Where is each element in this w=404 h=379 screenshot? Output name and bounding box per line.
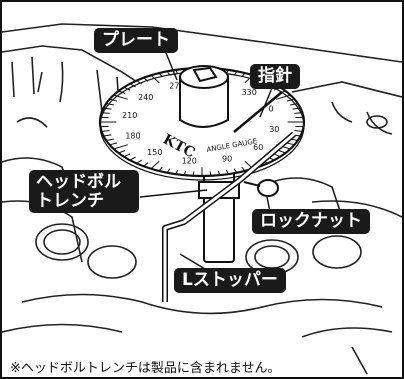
dial-tick bbox=[143, 162, 149, 167]
dial-scale-number: 0 bbox=[268, 105, 273, 114]
dial-tick bbox=[183, 170, 187, 176]
dial-scale-number: 180 bbox=[125, 131, 140, 140]
dial-tick bbox=[113, 144, 128, 150]
dial-tick bbox=[294, 130, 303, 132]
dial-tick bbox=[109, 142, 118, 146]
dial-tick bbox=[123, 86, 131, 91]
leader-lines bbox=[139, 47, 273, 270]
head-bolt-wrench-label-line1: ヘッドボル bbox=[36, 172, 121, 192]
dial-tick bbox=[294, 112, 303, 114]
dial-scale-number: 90 bbox=[222, 155, 232, 164]
dial-tick bbox=[241, 166, 246, 172]
dial-tick bbox=[103, 107, 112, 110]
dial-tick bbox=[129, 83, 136, 88]
head-bolt-wrench-label: ヘッドボル トレンチ bbox=[29, 170, 139, 214]
dial-scale-number: 210 bbox=[122, 111, 137, 120]
dial-tick bbox=[150, 74, 160, 84]
dial-tick bbox=[101, 112, 110, 114]
dial-tick bbox=[273, 153, 281, 158]
dial-tick bbox=[217, 170, 221, 176]
dial-tick bbox=[192, 171, 195, 176]
dial-tick bbox=[113, 94, 128, 100]
lock-nut-drawing bbox=[243, 179, 279, 197]
dial-tick bbox=[166, 168, 171, 174]
dial-scale-number: 60 bbox=[253, 143, 263, 152]
pointer-needle bbox=[233, 91, 283, 133]
dial-tick bbox=[209, 171, 212, 176]
dial-tick bbox=[175, 69, 179, 75]
l-stopper-label: Lストッパー bbox=[174, 268, 286, 293]
engine-head-drawing bbox=[2, 23, 402, 375]
footnote: ※ヘッドボルトレンチは製品に含まれません。 bbox=[10, 361, 281, 376]
plate-label: プレート bbox=[94, 28, 178, 53]
dial-tick bbox=[241, 72, 246, 78]
dial-tick bbox=[123, 153, 131, 158]
dial-tick bbox=[136, 159, 142, 164]
dial-scale-number: 120 bbox=[182, 156, 197, 165]
dial-tick bbox=[225, 169, 229, 175]
dial-tick bbox=[286, 142, 295, 146]
dial-tick bbox=[276, 94, 291, 100]
dial-tick bbox=[278, 150, 286, 154]
dial-tick bbox=[286, 98, 295, 102]
dial-scale-number: 30 bbox=[269, 125, 279, 134]
dial-tick bbox=[118, 150, 126, 154]
dial-scale-number: 240 bbox=[138, 93, 153, 102]
dial-tick bbox=[292, 107, 301, 110]
dial-tick bbox=[166, 70, 171, 76]
lock-nut-label: ロックナット bbox=[252, 209, 370, 234]
dial-scale-number: 150 bbox=[147, 148, 162, 157]
dial-tick bbox=[290, 103, 298, 106]
dial-tick bbox=[101, 130, 110, 132]
dial-tick bbox=[158, 72, 163, 78]
dial-scale-number: 270 bbox=[169, 81, 184, 90]
dial-tick bbox=[175, 169, 179, 175]
dial-tick bbox=[158, 166, 163, 172]
dial-scale-number: 330 bbox=[242, 88, 257, 97]
dial-tick bbox=[143, 77, 149, 82]
dial-tick bbox=[150, 160, 160, 170]
illustration: 0306090120150180210240270300330 KTC ANGL… bbox=[2, 23, 402, 375]
head-bolt-wrench-label-line2: トレンチ bbox=[36, 190, 104, 211]
dial-tick bbox=[136, 80, 142, 85]
dial-tick bbox=[109, 98, 118, 102]
dial-tick bbox=[118, 90, 126, 94]
dial-tick bbox=[106, 103, 114, 106]
dial-tick bbox=[233, 168, 238, 174]
pointer-label: 指針 bbox=[250, 64, 300, 89]
square-drive bbox=[179, 65, 229, 128]
dial-tick bbox=[103, 134, 112, 137]
dial-tick bbox=[129, 156, 136, 161]
dial-tick bbox=[233, 70, 238, 76]
dial-tick bbox=[106, 138, 114, 141]
